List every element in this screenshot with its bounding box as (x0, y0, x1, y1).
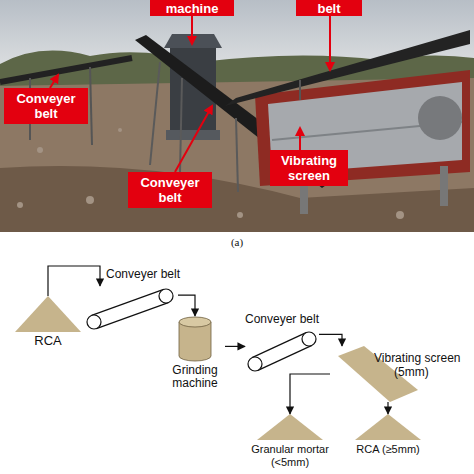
node-label: Grinding machine (165, 364, 225, 390)
panel-label: (a) (0, 236, 474, 249)
callout-box: Conveyer belt (128, 172, 212, 208)
process-node: Granular mortar(<5mm) (245, 414, 335, 470)
callout-box: Vibrating screen (270, 150, 348, 186)
flow-arrow (290, 374, 330, 414)
cylinder-top (179, 317, 211, 327)
flow-arrow (387, 402, 388, 414)
node-label: (5mm) (394, 366, 429, 379)
process-node: RCA (15, 296, 81, 350)
belt-roller (159, 289, 173, 303)
belt-roller (248, 357, 262, 371)
callout-text: belt (317, 1, 340, 16)
belt-line (252, 333, 306, 358)
process-node: Vibrating screen(5mm) (330, 346, 446, 402)
belt-shape (245, 330, 319, 374)
material-pile (257, 414, 323, 440)
belt-shape (82, 286, 178, 332)
callout-box: belt (296, 0, 362, 16)
material-pile (355, 414, 421, 440)
callout-box: Conveyer belt (4, 88, 88, 124)
belt-roller (87, 315, 101, 329)
callout-text: machine (166, 1, 219, 16)
node-label: Granular mortar (245, 443, 335, 456)
photo-left-conveyor (0, 58, 132, 145)
node-label: (<5mm) (245, 456, 335, 469)
cylinder-body (179, 322, 211, 361)
node-label: Vibrating screen (374, 352, 461, 365)
callout-text: Conveyer belt (130, 175, 210, 205)
process-node: RCA (≥5mm) (350, 414, 426, 458)
belt-line (92, 289, 164, 315)
node-label: RCA (15, 334, 81, 347)
material-pile (15, 296, 81, 332)
leader-arrows (50, 16, 330, 172)
flow-arrow (319, 334, 342, 346)
flow-arrow (225, 346, 245, 347)
process-node: Conveyer belt (82, 286, 178, 332)
photo-right-conveyor (225, 30, 470, 106)
node-label: RCA (≥5mm) (340, 443, 436, 456)
belt-line (258, 345, 312, 370)
belt-line (96, 303, 168, 329)
process-node: Conveyer belt (245, 330, 319, 374)
callout-text: Vibrating screen (272, 153, 346, 183)
belt-roller (302, 332, 316, 346)
callout-text: Conveyer belt (6, 91, 86, 121)
photo-ground (0, 0, 474, 232)
callout-box: machine (150, 0, 234, 16)
photo-vibrating-screen (255, 70, 470, 214)
process-node: Grinding machine (165, 316, 225, 392)
flow-arrow (48, 266, 100, 296)
node-label: Conveyer belt (245, 313, 319, 326)
flow-arrow (178, 295, 195, 316)
node-label: Conveyer belt (106, 268, 180, 281)
